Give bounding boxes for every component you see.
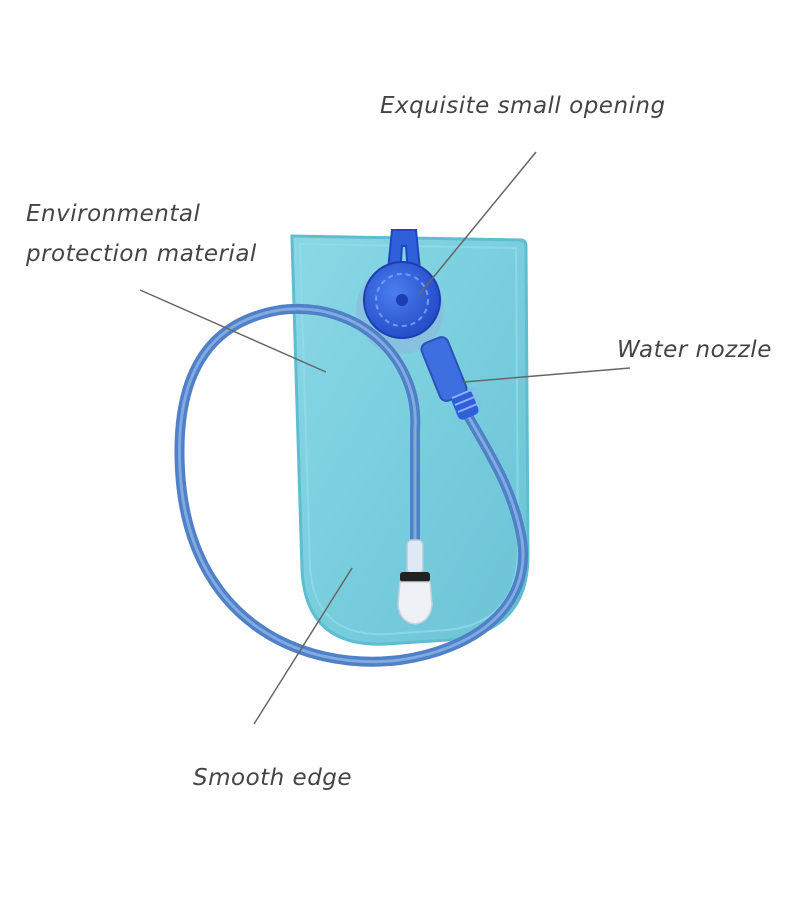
label-environmental-protection-material: Environmental protection material bbox=[26, 194, 257, 274]
leader-line-nozzle bbox=[463, 367, 631, 383]
leader-line-material bbox=[139, 289, 327, 373]
leader-lines bbox=[139, 151, 631, 725]
label-water-nozzle: Water nozzle bbox=[617, 337, 772, 363]
screw-cap-opening bbox=[356, 229, 444, 354]
drinking-tube bbox=[174, 303, 529, 667]
leader-line-edge bbox=[253, 567, 353, 725]
label-smooth-edge: Smooth edge bbox=[193, 765, 353, 791]
label-exquisite-small-opening: Exquisite small opening bbox=[380, 93, 666, 119]
label-material-line-1: Environmental bbox=[26, 201, 201, 227]
bite-valve bbox=[397, 539, 433, 625]
leader-line-opening bbox=[417, 151, 537, 297]
water-nozzle bbox=[420, 336, 483, 420]
label-material-line-2: protection material bbox=[26, 241, 257, 267]
